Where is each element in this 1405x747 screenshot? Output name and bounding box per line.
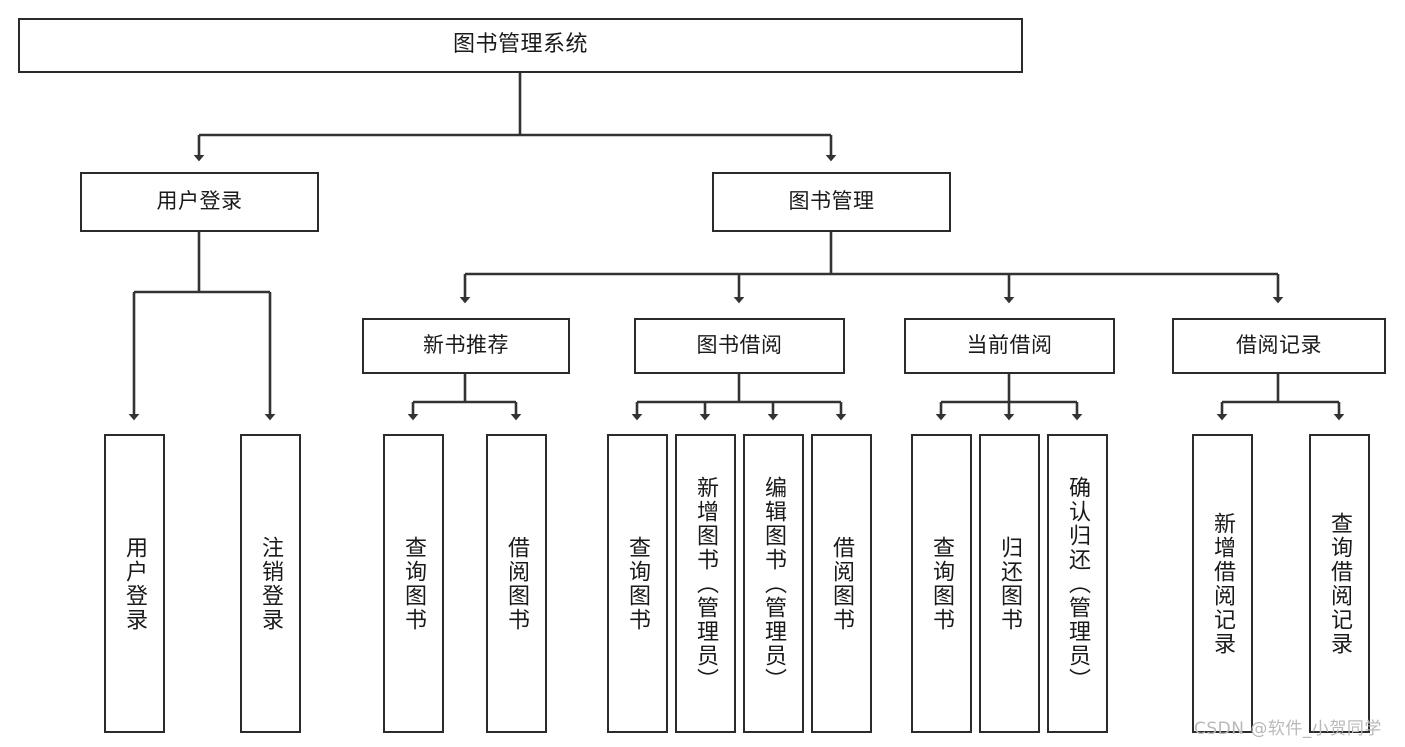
- node-label: 新增图书（管理员）: [693, 475, 719, 692]
- node-label: 借阅图书: [504, 535, 530, 632]
- node-label: 确认归还（管理员）: [1065, 475, 1091, 692]
- node-leaf-query-record[interactable]: 查询借阅记录: [1309, 434, 1370, 733]
- node-label: 查询图书: [401, 535, 427, 632]
- node-leaf-logout[interactable]: 注销登录: [240, 434, 301, 733]
- node-label: 查询图书: [929, 535, 955, 632]
- node-leaf-confirm-return[interactable]: 确认归还（管理员）: [1047, 434, 1108, 733]
- node-label: 用户登录: [122, 535, 148, 632]
- node-leaf-query-book-2[interactable]: 查询图书: [607, 434, 668, 733]
- node-label: 借阅图书: [829, 535, 855, 632]
- node-leaf-borrow-book-1[interactable]: 借阅图书: [486, 434, 547, 733]
- node-label: 注销登录: [258, 535, 284, 632]
- node-label: 新增借阅记录: [1210, 511, 1236, 656]
- node-label: 查询借阅记录: [1327, 511, 1353, 656]
- node-leaf-return-book[interactable]: 归还图书: [979, 434, 1040, 733]
- node-label: 查询图书: [625, 535, 651, 632]
- node-leaf-query-book-1[interactable]: 查询图书: [383, 434, 444, 733]
- node-label: 图书管理系统: [452, 32, 588, 58]
- node-leaf-edit-book[interactable]: 编辑图书（管理员）: [743, 434, 804, 733]
- node-user-login[interactable]: 用户登录: [80, 172, 319, 232]
- node-label: 图书管理: [788, 189, 875, 214]
- node-label: 编辑图书（管理员）: [761, 475, 787, 692]
- node-root-system[interactable]: 图书管理系统: [18, 18, 1023, 73]
- node-leaf-borrow-book-2[interactable]: 借阅图书: [811, 434, 872, 733]
- node-label: 借阅记录: [1236, 333, 1322, 358]
- node-leaf-add-record[interactable]: 新增借阅记录: [1192, 434, 1253, 733]
- node-label: 归还图书: [997, 535, 1023, 632]
- node-label: 新书推荐: [423, 333, 509, 358]
- node-label: 当前借阅: [966, 333, 1053, 358]
- watermark-text: CSDN @软件_小贺同学: [1194, 719, 1382, 739]
- node-label: 用户登录: [156, 189, 243, 214]
- node-leaf-user-login[interactable]: 用户登录: [104, 434, 165, 733]
- node-new-book-rec[interactable]: 新书推荐: [362, 318, 570, 374]
- node-leaf-add-book[interactable]: 新增图书（管理员）: [675, 434, 736, 733]
- node-borrow-record[interactable]: 借阅记录: [1172, 318, 1386, 374]
- node-leaf-query-book-3[interactable]: 查询图书: [911, 434, 972, 733]
- node-book-borrow[interactable]: 图书借阅: [634, 318, 845, 374]
- node-current-borrow[interactable]: 当前借阅: [904, 318, 1115, 374]
- node-book-manage[interactable]: 图书管理: [712, 172, 951, 232]
- node-label: 图书借阅: [696, 333, 783, 358]
